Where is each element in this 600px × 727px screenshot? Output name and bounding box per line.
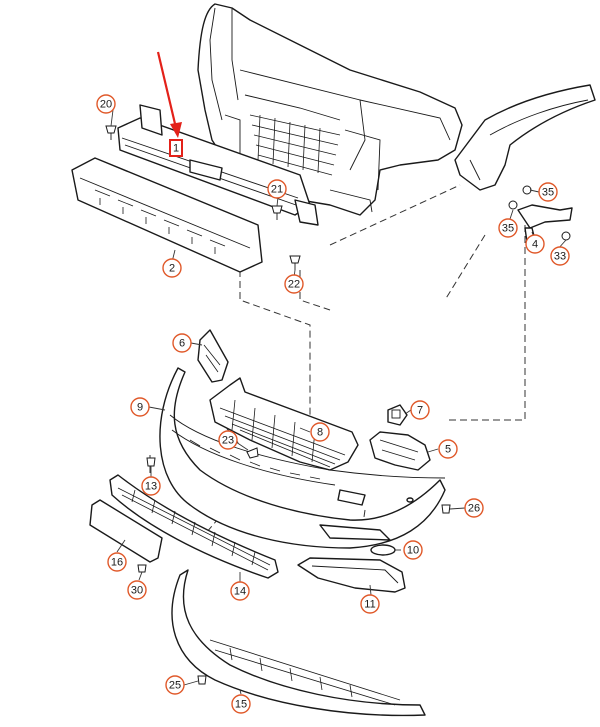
lower-spoiler xyxy=(171,569,426,717)
callout-5: 5 xyxy=(438,439,458,459)
callout-circle xyxy=(410,400,430,420)
fender-bracket xyxy=(454,84,596,191)
callout-label: 33 xyxy=(554,251,566,263)
callout-10: 10 xyxy=(403,540,423,560)
callout-11: 11 xyxy=(360,594,380,614)
callout-label: 30 xyxy=(131,585,143,597)
callout-30: 30 xyxy=(127,580,147,600)
callout-label: 22 xyxy=(288,279,300,291)
callout-circle xyxy=(284,274,304,294)
callout-16: 16 xyxy=(107,552,127,572)
callouts: 20 2 21 22 35 35 4 33 6 9 7 8 23 5 13 26 10 16 14 30 11 25 15 xyxy=(96,94,570,714)
right-bracket xyxy=(369,431,431,471)
callout-label: 2 xyxy=(169,263,175,275)
callout-8: 8 xyxy=(310,422,330,442)
callout-label: 15 xyxy=(235,699,247,711)
highlight-label-box: 1 xyxy=(169,139,183,157)
callout-label: 14 xyxy=(234,586,246,598)
callout-9: 9 xyxy=(130,397,150,417)
callout-14: 14 xyxy=(230,581,250,601)
callout-circle xyxy=(538,182,558,202)
callout-25: 25 xyxy=(165,675,185,695)
callout-label: 4 xyxy=(532,239,538,251)
callout-15: 15 xyxy=(231,694,251,714)
callout-label: 16 xyxy=(111,557,123,569)
highlight-arrow xyxy=(156,51,182,138)
callout-label: 23 xyxy=(222,435,234,447)
callout-6: 6 xyxy=(172,333,192,353)
callout-circle xyxy=(218,430,238,450)
callout-circle xyxy=(165,675,185,695)
callout-2: 2 xyxy=(162,258,182,278)
callout-21: 21 xyxy=(267,179,287,199)
callout-circle xyxy=(438,439,458,459)
callout-circle xyxy=(96,94,116,114)
callout-circle xyxy=(360,594,380,614)
fog-light-trim xyxy=(297,557,406,593)
callout-circle xyxy=(130,397,150,417)
callout-label: 10 xyxy=(407,545,419,557)
callout-circle xyxy=(231,694,251,714)
callout-circle xyxy=(267,179,287,199)
callout-circle xyxy=(162,258,182,278)
callout-circle xyxy=(525,234,545,254)
callout-22: 22 xyxy=(284,274,304,294)
callout-35: 35 xyxy=(498,218,518,238)
bumper-cover xyxy=(159,367,446,556)
callout-26: 26 xyxy=(464,498,484,518)
leader-lines xyxy=(110,109,567,695)
callout-circle xyxy=(403,540,423,560)
callout-label: 26 xyxy=(468,503,480,515)
highlight-label: 1 xyxy=(173,143,179,155)
callout-label: 35 xyxy=(502,223,514,235)
callout-circle xyxy=(230,581,250,601)
callout-circle xyxy=(310,422,330,442)
callout-circle xyxy=(464,498,484,518)
bumper-reinforcement-bar xyxy=(117,104,319,226)
callout-4: 4 xyxy=(525,234,545,254)
callout-label: 20 xyxy=(100,99,112,111)
callout-label: 5 xyxy=(445,444,451,456)
callout-circle xyxy=(141,476,161,496)
callout-circle xyxy=(550,246,570,266)
callout-label: 8 xyxy=(317,427,323,439)
small-clip xyxy=(387,404,408,426)
callout-35: 35 xyxy=(538,182,558,202)
fasteners xyxy=(105,125,451,685)
energy-absorber xyxy=(71,157,263,273)
callout-circle xyxy=(172,333,192,353)
callout-label: 21 xyxy=(271,184,283,196)
callout-circle xyxy=(107,552,127,572)
callout-circle xyxy=(498,218,518,238)
callout-33: 33 xyxy=(550,246,570,266)
lower-grille xyxy=(109,474,279,579)
callout-20: 20 xyxy=(96,94,116,114)
callout-label: 7 xyxy=(417,405,423,417)
callout-label: 11 xyxy=(364,599,375,611)
callout-label: 35 xyxy=(542,187,554,199)
callout-circle xyxy=(127,580,147,600)
license-plate-bracket xyxy=(89,499,163,563)
callout-label: 25 xyxy=(169,680,181,692)
callout-13: 13 xyxy=(141,476,161,496)
callout-label: 6 xyxy=(179,338,185,350)
center-grille xyxy=(209,377,359,471)
left-bracket xyxy=(197,329,229,383)
callout-label: 9 xyxy=(137,402,143,414)
callout-23: 23 xyxy=(218,430,238,450)
callout-7: 7 xyxy=(410,400,430,420)
callout-label: 13 xyxy=(145,481,157,493)
